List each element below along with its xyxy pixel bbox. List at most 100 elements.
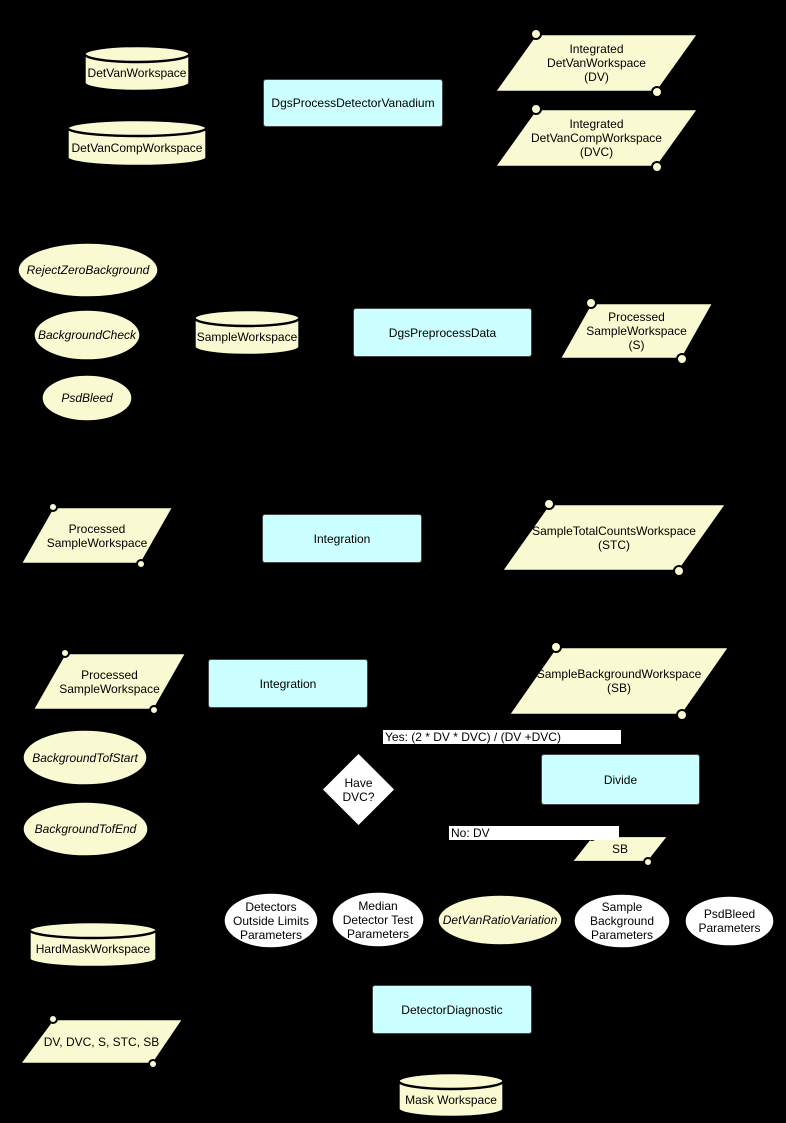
cylinder-shape: [28, 920, 158, 969]
corner-dot: [643, 857, 653, 867]
node-hardmaskworkspace: HardMaskWorkspace: [28, 920, 158, 969]
node-detvancompworkspace: DetVanCompWorkspace: [66, 118, 208, 168]
ellipse-shape: [222, 891, 320, 950]
ellipse-shape: [21, 800, 150, 858]
corner-dot: [136, 559, 146, 569]
corner-dot: [676, 353, 688, 365]
node-label: Processed SampleWorkspace: [59, 667, 160, 696]
node-label: SB: [611, 842, 628, 856]
parallelogram-shape: [492, 28, 701, 98]
node-detvanratiovariation: DetVanRatioVariation: [436, 893, 564, 947]
node-label: RejectZeroBackground: [26, 263, 150, 277]
parallelogram-shape: [492, 103, 701, 173]
node-label: PsdBleed: [61, 391, 113, 405]
node-integration-2: Integration: [208, 659, 368, 708]
node-label: DetVanWorkspace: [87, 66, 187, 80]
node-detectordiagnostic: DetectorDiagnostic: [372, 985, 532, 1034]
edge-label-no: No: DV: [449, 826, 619, 840]
parallelogram-shape: [506, 641, 732, 721]
node-have-dvc-decision: Have DVC?: [320, 751, 397, 828]
node-divide: Divide: [541, 754, 700, 805]
node-label: Integrated DetVanCompWorkspace (DVC): [531, 117, 662, 159]
corner-dot: [676, 709, 688, 721]
node-label: DgsProcessDetectorVanadium: [271, 96, 435, 110]
ellipse-shape: [683, 894, 776, 948]
node-sampletotalcountsworkspace-stc: SampleTotalCountsWorkspace (STC): [499, 498, 729, 577]
ellipse-shape: [572, 892, 672, 950]
node-sb-small: SB: [569, 831, 671, 867]
ellipse-shape: [32, 308, 142, 362]
node-label: Integration: [259, 676, 317, 691]
corner-dot: [673, 565, 685, 577]
corner-dot: [530, 103, 542, 115]
cylinder-shape: [397, 1071, 505, 1119]
corner-dot: [60, 648, 70, 658]
corner-dot: [585, 297, 597, 309]
node-integration-1: Integration: [262, 514, 422, 563]
node-samplebackgroundworkspace-sb: SampleBackgroundWorkspace (SB): [506, 641, 732, 721]
node-label: Processed SampleWorkspace: [46, 521, 148, 550]
node-label: SampleBackgroundWorkspace (SB): [536, 667, 702, 695]
node-label: BackgroundTofStart: [32, 750, 138, 765]
node-integrated-detvancompworkspace-dvc: Integrated DetVanCompWorkspace (DVC): [492, 103, 701, 173]
node-dv-dvc-s-stc-sb: DV, DVC, S, STC, SB: [17, 1014, 186, 1069]
node-label: DetectorDiagnostic: [401, 1002, 503, 1017]
node-label: SampleTotalCountsWorkspace (STC): [532, 523, 696, 552]
corner-dot: [651, 161, 663, 173]
node-integrated-detvanworkspace-dv: Integrated DetVanWorkspace (DV): [492, 28, 701, 98]
node-label: Integrated DetVanWorkspace (DV): [547, 42, 646, 84]
node-processed-sampleworkspace-2: Processed SampleWorkspace: [30, 648, 189, 715]
node-label: Integration: [313, 531, 371, 546]
node-label: Have DVC?: [342, 775, 375, 804]
node-label: DV, DVC, S, STC, SB: [43, 1034, 160, 1049]
corner-dot: [148, 1059, 158, 1069]
node-label: DgsPreprocessData: [388, 325, 497, 340]
node-backgroundtofstart: BackgroundTofStart: [21, 728, 149, 787]
node-sampleworkspace: SampleWorkspace: [193, 308, 301, 357]
node-psdbleed: PsdBleed: [40, 373, 134, 423]
corner-dot: [530, 28, 542, 40]
corner-dot: [651, 86, 663, 98]
edge-label-yes: Yes: (2 * DV * DVC) / (DV +DVC): [383, 730, 621, 744]
parallelogram-shape: [17, 1014, 186, 1069]
node-label: DetVanRatioVariation: [442, 913, 558, 927]
node-label: PsdBleed Parameters: [698, 907, 761, 935]
node-label: SampleWorkspace: [196, 330, 298, 344]
ellipse-shape: [21, 728, 149, 787]
node-dgspreprocessdata: DgsPreprocessData: [353, 308, 532, 357]
parallelogram-shape: [557, 297, 716, 365]
node-dgsprocessdetectorvanadium: DgsProcessDetectorVanadium: [263, 79, 443, 127]
node-processed-sampleworkspace-s: Processed SampleWorkspace (S): [557, 297, 716, 365]
node-label: Sample Background Parameters: [589, 900, 655, 942]
node-label: BackgroundTofEnd: [34, 822, 137, 836]
diamond-shape: [320, 751, 397, 828]
node-detectors-outside-limits-parameters: Detectors Outside Limits Parameters: [222, 891, 320, 950]
ellipse-shape: [40, 373, 134, 423]
node-label: Mask Workspace: [405, 1092, 497, 1107]
node-sample-background-parameters: Sample Background Parameters: [572, 892, 672, 950]
cylinder-shape: [83, 44, 191, 93]
node-label: BackgroundCheck: [37, 328, 137, 342]
node-detvanworkspace: DetVanWorkspace: [83, 44, 191, 93]
corner-dot: [149, 705, 159, 715]
parallelogram-shape: [569, 831, 671, 867]
node-label: Detectors Outside Limits Parameters: [232, 899, 310, 942]
node-label: DetVanCompWorkspace: [71, 140, 203, 155]
node-median-detector-test-parameters: Median Detector Test Parameters: [330, 890, 426, 949]
node-backgroundcheck: BackgroundCheck: [32, 308, 142, 362]
ellipse-shape: [330, 890, 426, 949]
corner-dot: [543, 498, 555, 510]
cylinder-shape: [193, 308, 301, 357]
ellipse-shape: [16, 241, 160, 299]
corner-dot: [48, 502, 58, 512]
node-psdbleed-parameters: PsdBleed Parameters: [683, 894, 776, 948]
node-label: Median Detector Test Parameters: [342, 898, 414, 941]
node-label: Divide: [603, 772, 638, 787]
node-label: HardMaskWorkspace: [35, 942, 151, 956]
node-backgroundtofend: BackgroundTofEnd: [21, 800, 150, 858]
node-label: Processed SampleWorkspace (S): [586, 310, 687, 352]
node-rejectzerobackground: RejectZeroBackground: [16, 241, 160, 299]
ellipse-shape: [436, 893, 564, 947]
parallelogram-shape: [499, 498, 729, 577]
